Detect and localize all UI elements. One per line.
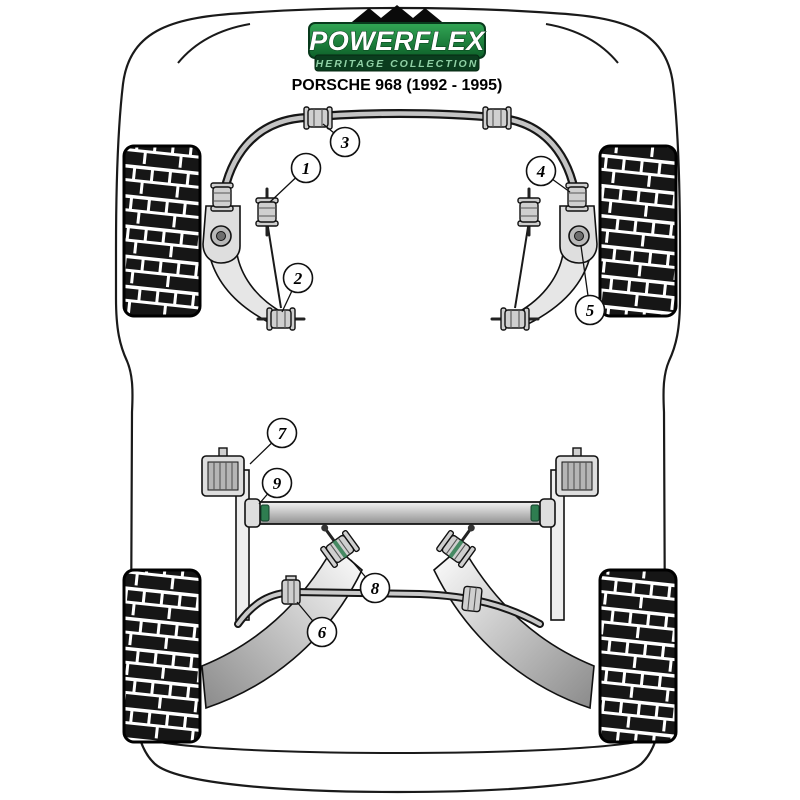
callout-2-number: 2 xyxy=(293,269,303,288)
rear-deck-line xyxy=(153,740,643,754)
callout-9: 9 xyxy=(258,467,293,505)
rear-bar-clamp-bushing-right xyxy=(461,585,483,613)
torsion-bar-collar-left xyxy=(244,498,261,528)
rear-bar-clamp-bushing-left xyxy=(281,575,301,605)
callout-6: 6 xyxy=(296,601,338,648)
callout-3: 3 xyxy=(322,123,361,158)
callout-8-number: 8 xyxy=(371,579,380,598)
callout-9-number: 9 xyxy=(273,474,282,493)
logo-crown-icon xyxy=(347,5,447,26)
callout-4-number: 4 xyxy=(536,162,546,181)
front-bar-bushing-right xyxy=(482,106,512,130)
rear-suspension xyxy=(201,447,599,710)
front-right-hub xyxy=(568,225,590,247)
tire-rear-left xyxy=(122,568,202,744)
callout-8: 8 xyxy=(350,559,391,604)
callout-1: 1 xyxy=(269,152,322,203)
callout-2: 2 xyxy=(281,262,314,313)
tire-rear-right xyxy=(598,568,678,744)
front-suspension xyxy=(202,106,598,330)
torsion-bar-bushing-left xyxy=(260,504,270,522)
callout-7-number: 7 xyxy=(278,424,288,443)
logo-subbadge xyxy=(314,54,480,72)
front-droplink-bushing-left xyxy=(210,182,234,212)
windshield-corner-right xyxy=(545,23,619,64)
vehicle-title: PORSCHE 968 (1992 - 1995) xyxy=(292,77,503,94)
callout-4: 4 xyxy=(525,155,571,193)
front-antiroll-bar xyxy=(219,111,580,209)
brand-name: POWERFLEX xyxy=(309,26,486,56)
rear-torsion-bar xyxy=(248,501,552,525)
callout-7: 7 xyxy=(249,417,298,465)
car-body-outline xyxy=(114,6,682,794)
callout-6-number: 6 xyxy=(318,623,327,642)
front-bar-bushing-left xyxy=(303,106,333,130)
callout-1-number: 1 xyxy=(302,159,311,178)
rear-left-mount xyxy=(201,447,245,497)
tire-front-right xyxy=(598,144,678,318)
callout-5: 5 xyxy=(574,245,606,326)
torsion-bar-collar-right xyxy=(539,498,556,528)
powerflex-logo: POWERFLEX HERITAGE COLLECTION xyxy=(308,5,486,72)
tire-front-left xyxy=(122,144,202,318)
windshield-corner-left xyxy=(177,23,251,64)
rear-antiroll-bar xyxy=(236,589,542,626)
rear-right-mount xyxy=(555,447,599,497)
callout-5-number: 5 xyxy=(586,301,595,320)
brand-subtitle: HERITAGE COLLECTION xyxy=(316,58,479,70)
torsion-bar-bushing-right xyxy=(530,504,540,522)
front-left-hub xyxy=(210,225,232,247)
front-droplink-bushing-right xyxy=(565,182,589,212)
callout-3-number: 3 xyxy=(340,133,350,152)
